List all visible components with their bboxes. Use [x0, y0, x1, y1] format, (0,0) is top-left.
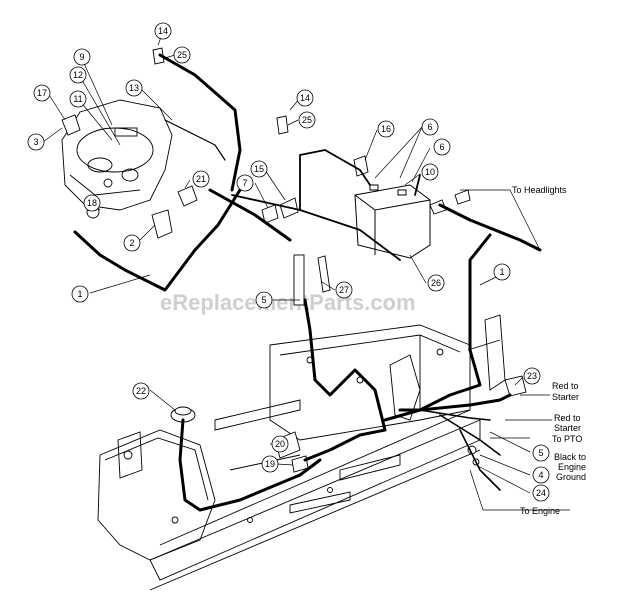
callout-15: 15 — [254, 164, 264, 174]
label-red-to-starter-1-line2: Starter — [552, 392, 579, 402]
callout-3: 3 — [33, 137, 38, 147]
callout-17: 17 — [37, 88, 47, 98]
label-to-pto: To PTO — [552, 434, 582, 444]
callout-9: 9 — [79, 52, 84, 62]
callout-21: 21 — [196, 174, 206, 184]
callout-24: 24 — [536, 488, 546, 498]
callout-23: 23 — [527, 371, 537, 381]
callout-numbers: 14 25 9 12 11 17 3 13 14 25 16 6 6 10 15… — [33, 26, 546, 498]
callout-25-mid: 25 — [302, 115, 312, 125]
label-black-to-ground-line3: Ground — [556, 472, 586, 482]
callout-5-lower: 5 — [538, 448, 543, 458]
callout-2: 2 — [129, 238, 134, 248]
wire-harness — [73, 53, 542, 512]
callout-13: 13 — [129, 83, 139, 93]
callout-20: 20 — [275, 439, 285, 449]
callout-7: 7 — [242, 178, 247, 188]
callout-6-bottom: 6 — [439, 142, 444, 152]
label-to-engine: To Engine — [520, 506, 560, 516]
callout-18: 18 — [87, 198, 97, 208]
label-black-to-ground-line2: Engine — [558, 462, 586, 472]
callout-14-top: 14 — [158, 26, 168, 36]
callout-16: 16 — [381, 124, 391, 134]
callout-4: 4 — [538, 470, 543, 480]
label-black-to-ground-line1: Black to — [554, 452, 586, 462]
callout-circles — [27, 22, 550, 502]
label-red-to-starter-1-line1: Red to — [552, 381, 579, 391]
watermark: eReplacementParts.com — [160, 290, 416, 315]
callout-5-upper: 5 — [261, 295, 266, 305]
callout-27: 27 — [339, 285, 349, 295]
components — [61, 47, 527, 473]
callout-19: 19 — [265, 459, 275, 469]
callout-6-top: 6 — [427, 122, 432, 132]
dash-console — [61, 99, 173, 211]
callout-14-mid: 14 — [300, 93, 310, 103]
callout-10: 10 — [425, 167, 435, 177]
label-red-to-starter-2-line2: Starter — [554, 423, 581, 433]
battery — [354, 184, 431, 259]
tractor-frame — [97, 314, 506, 591]
callout-1-left: 1 — [77, 289, 82, 299]
callout-11: 11 — [73, 94, 82, 104]
callout-25-top: 25 — [177, 50, 187, 60]
label-to-headlights: To Headlights — [512, 185, 567, 195]
callout-1-right: 1 — [499, 267, 504, 277]
wire-labels: To Headlights Red to Starter Red to Star… — [512, 185, 586, 516]
label-red-to-starter-2-line1: Red to — [554, 413, 581, 423]
callout-26: 26 — [431, 278, 441, 288]
callout-12: 12 — [73, 70, 83, 80]
callout-22: 22 — [136, 386, 146, 396]
